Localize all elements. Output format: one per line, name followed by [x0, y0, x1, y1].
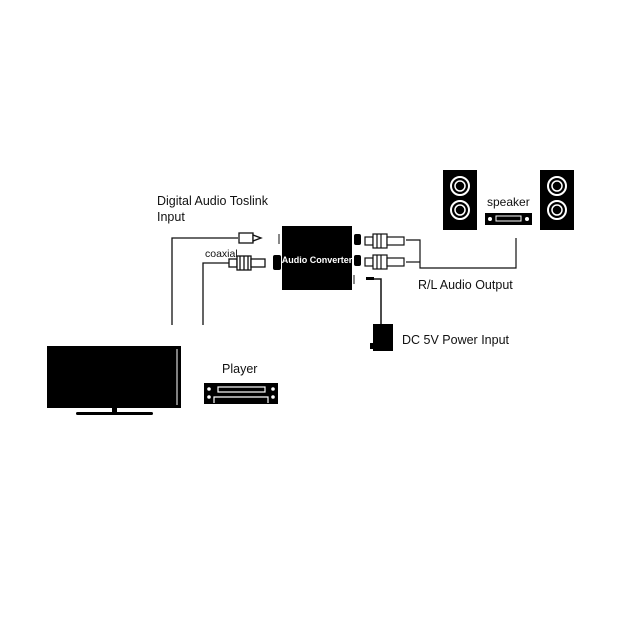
output-jack-l	[354, 255, 361, 266]
coaxial-cable	[202, 255, 266, 325]
toslink-label-input: Input	[157, 210, 185, 224]
power-label: DC 5V Power Input	[402, 333, 510, 347]
coaxial-label: coaxial	[205, 248, 238, 260]
speaker-label: speaker	[487, 195, 530, 209]
converter-label: Audio Converter	[282, 255, 353, 265]
output-jack-r	[354, 234, 361, 245]
player-label: Player	[222, 362, 257, 376]
toslink-label: Digital Audio Toslink	[157, 194, 269, 208]
output-label: R/L Audio Output	[418, 278, 513, 292]
television	[47, 346, 181, 415]
amplifier	[485, 213, 532, 225]
power-adapter	[366, 277, 393, 351]
rca-output-plugs	[364, 233, 517, 270]
speaker-system	[443, 170, 574, 230]
player-device	[204, 383, 278, 404]
coaxial-jack	[273, 255, 281, 270]
toslink-cable	[171, 232, 263, 325]
audio-converter	[273, 226, 361, 290]
